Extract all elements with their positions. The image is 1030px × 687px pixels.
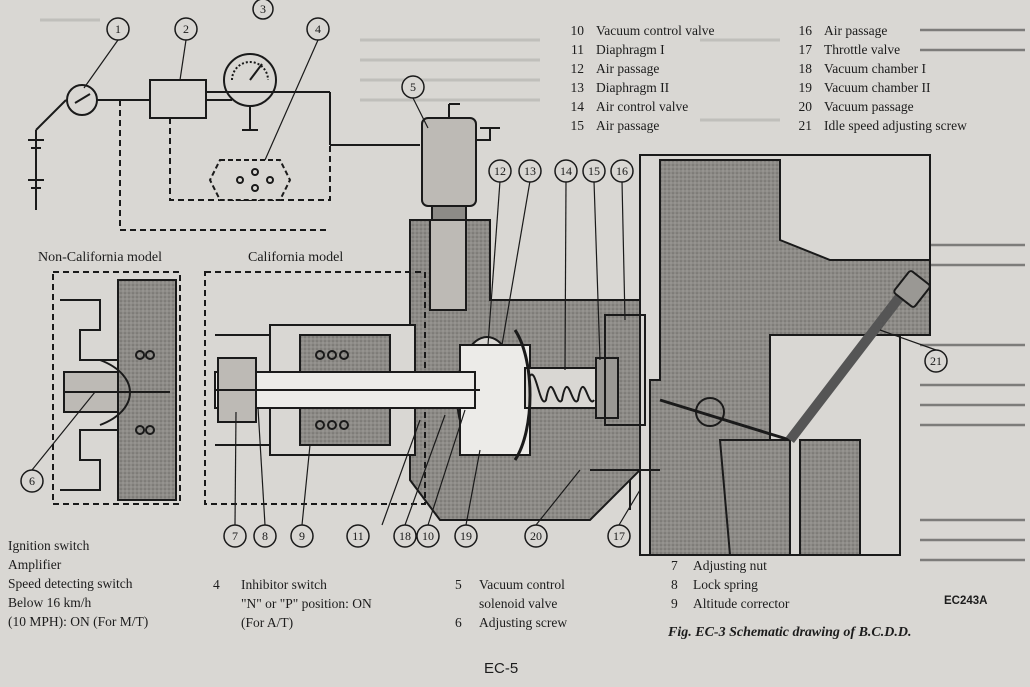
legend-line: Speed detecting switch — [8, 576, 133, 591]
callout-17 — [607, 524, 631, 548]
callout-number-1: 1 — [115, 22, 121, 36]
legend-line: Vacuum control — [479, 577, 565, 592]
legend-line: solenoid valve — [479, 596, 558, 611]
callout-number-15: 15 — [588, 164, 600, 178]
legend-number: 4 — [213, 577, 220, 592]
callout-4 — [306, 17, 330, 41]
callout-number-20: 20 — [530, 529, 542, 543]
electrical-circuit — [28, 53, 420, 231]
figure-caption: Fig. EC-3 Schematic drawing of B.C.D.D. — [668, 625, 912, 640]
callout-14 — [554, 159, 578, 183]
callout-13 — [518, 159, 542, 183]
callout-number-10b: 10 — [422, 529, 434, 543]
callout-3 — [252, 0, 274, 20]
callout-number-21: 21 — [930, 354, 942, 368]
right-margin-text — [920, 28, 1025, 562]
california-label: California model — [248, 250, 344, 265]
carburetor-body — [639, 154, 931, 556]
figure-code: EC243A — [944, 595, 988, 607]
callout-number-9: 9 — [299, 529, 305, 543]
legend-line: Amplifier — [8, 557, 62, 572]
bleed-through-text — [40, 18, 780, 122]
callout-10b — [416, 524, 440, 548]
callout-number-4: 4 — [315, 22, 321, 36]
callout-number-5: 5 — [410, 80, 416, 94]
california-detail — [204, 271, 480, 505]
callout-21 — [924, 349, 948, 373]
callout-9 — [290, 524, 314, 548]
callout-number-11: 11 — [352, 529, 364, 543]
legend-line: (For A/T) — [241, 615, 294, 630]
legend-line: "N" or "P" position: ON — [241, 596, 372, 611]
callout-number-16: 16 — [616, 164, 628, 178]
callout-8 — [253, 524, 277, 548]
callout-6 — [20, 469, 44, 493]
non-california-label: Non-California model — [38, 250, 163, 265]
leader-lines — [31, 39, 937, 526]
callout-number-17: 17 — [613, 529, 625, 543]
bcdd-housing — [409, 219, 660, 521]
legend-line: (10 MPH): ON (For M/T) — [8, 614, 149, 629]
callout-number-14: 14 — [560, 164, 572, 178]
callout-11 — [346, 524, 370, 548]
legend-line: Ignition switch — [8, 538, 90, 553]
callout-2 — [174, 17, 198, 41]
legend-line: Below 16 km/h — [8, 595, 92, 610]
legend-number: 5 — [455, 577, 462, 592]
callout-numbers: 1 2 3 4 5 6 7 8 9 11 12 13 14 15 16 17 1… — [29, 2, 942, 543]
solenoid-valve — [421, 103, 500, 223]
callout-5 — [401, 75, 425, 99]
legend-line: Adjusting screw — [479, 615, 568, 630]
callout-18 — [393, 524, 417, 548]
non-california-detail — [52, 271, 181, 505]
callout-number-13: 13 — [524, 164, 536, 178]
page-number: EC-5 — [484, 660, 519, 677]
callout-number-3: 3 — [260, 2, 266, 16]
callout-number-8: 8 — [262, 529, 268, 543]
callout-16 — [610, 159, 634, 183]
callout-number-19: 19 — [460, 529, 472, 543]
callout-number-6: 6 — [29, 474, 35, 488]
legend-line: Inhibitor switch — [241, 577, 327, 592]
callout-19 — [454, 524, 478, 548]
callout-number-2: 2 — [183, 22, 189, 36]
legend-items-5-6: 5 Vacuum control solenoid valve 6 Adjustin… — [455, 575, 567, 632]
callout-7 — [223, 524, 247, 548]
callout-12 — [488, 159, 512, 183]
legend-item-4: 4 Inhibitor switch "N" or "P" position: O… — [213, 575, 372, 632]
callout-15 — [582, 159, 606, 183]
callout-markers — [20, 0, 948, 548]
idle-speed-adjusting-screw — [786, 270, 931, 444]
callout-number-12: 12 — [494, 164, 506, 178]
legend-items-1-3: Ignition switch Amplifier Speed detectin… — [8, 536, 148, 631]
callout-number-7: 7 — [232, 529, 238, 543]
legend-number: 6 — [455, 615, 462, 630]
callout-1 — [106, 17, 130, 41]
callout-20 — [524, 524, 548, 548]
callout-number-18: 18 — [399, 529, 411, 543]
